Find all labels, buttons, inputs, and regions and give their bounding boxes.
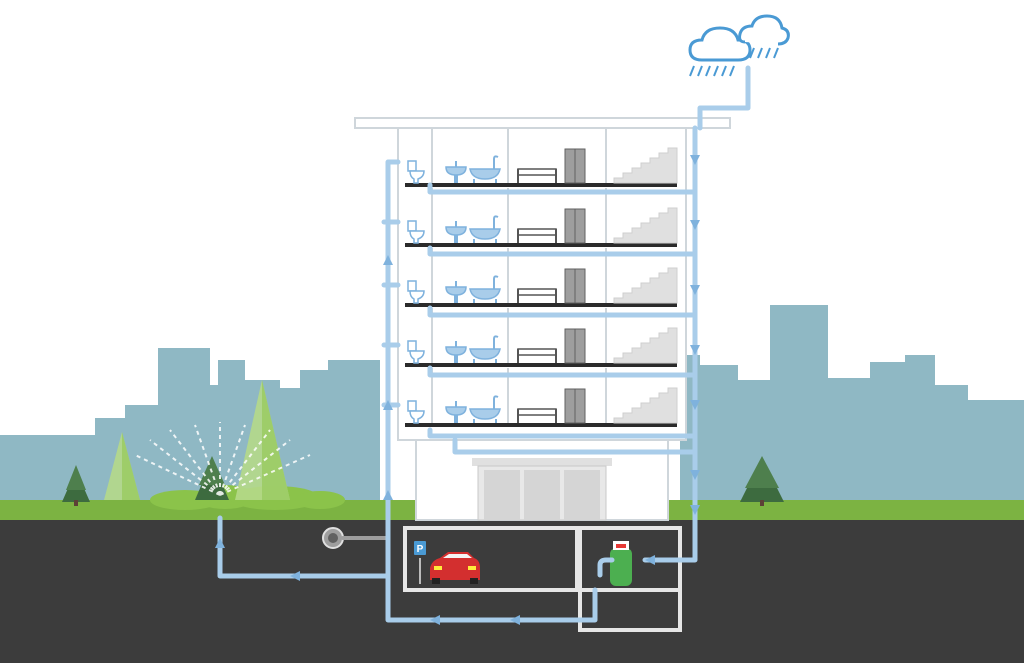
sink-icon bbox=[445, 281, 467, 303]
wardrobe-icon bbox=[564, 208, 586, 244]
bed-icon bbox=[517, 348, 557, 363]
floor-3 bbox=[405, 248, 678, 307]
bathtub-icon bbox=[469, 335, 501, 363]
bathtub-icon bbox=[469, 395, 501, 423]
floor-2 bbox=[405, 188, 678, 247]
tree-icon bbox=[235, 380, 290, 500]
sink-icon bbox=[445, 161, 467, 183]
car-icon bbox=[430, 552, 480, 584]
storefront-awning bbox=[472, 458, 612, 466]
tree-icon bbox=[104, 432, 140, 500]
cloud-downpipe bbox=[697, 65, 751, 131]
rainwater-downpipe bbox=[642, 125, 698, 563]
staircase-icon bbox=[613, 147, 678, 184]
bed-icon bbox=[517, 408, 557, 423]
floor-slab bbox=[405, 423, 677, 427]
rain-drops bbox=[689, 47, 779, 77]
recycled-supply-pipe bbox=[385, 159, 598, 623]
wardrobe-icon bbox=[564, 268, 586, 304]
water-tank-icon bbox=[610, 541, 632, 586]
staircase-icon bbox=[613, 387, 678, 424]
tree-icon bbox=[62, 465, 90, 506]
bathtub-icon bbox=[469, 155, 501, 183]
building bbox=[354, 117, 731, 521]
floor-4 bbox=[405, 308, 678, 367]
city-skyline bbox=[0, 305, 1024, 505]
parking-sign-label: P bbox=[417, 544, 424, 555]
toilet-icon bbox=[407, 400, 425, 424]
floor-1 bbox=[405, 128, 678, 187]
tree-icon bbox=[740, 456, 784, 506]
toilet-icon bbox=[407, 340, 425, 364]
floor-slab bbox=[405, 183, 677, 187]
drain-outlet-icon bbox=[322, 527, 344, 549]
rain-cloud-icon bbox=[688, 14, 790, 62]
bed-icon bbox=[517, 288, 557, 303]
sprinkler-icon bbox=[134, 422, 311, 496]
roof bbox=[354, 117, 731, 129]
floor-slab bbox=[405, 243, 677, 247]
floor-slab bbox=[405, 363, 677, 367]
water-pipes bbox=[217, 65, 751, 623]
toilet-icon bbox=[407, 280, 425, 304]
irrigation-pipe bbox=[217, 515, 391, 579]
flow-arrows bbox=[215, 155, 700, 625]
sink-icon bbox=[445, 401, 467, 423]
tank-room bbox=[578, 526, 682, 632]
sink-icon bbox=[445, 341, 467, 363]
staircase-icon bbox=[613, 267, 678, 304]
parking-garage bbox=[403, 526, 579, 592]
staircase-icon bbox=[613, 207, 678, 244]
staircase-icon bbox=[613, 327, 678, 364]
floor-5 bbox=[405, 368, 678, 427]
bathtub-icon bbox=[469, 275, 501, 303]
wardrobe-icon bbox=[564, 388, 586, 424]
floor-slab bbox=[405, 303, 677, 307]
sink-icon bbox=[445, 221, 467, 243]
bed-icon bbox=[517, 168, 557, 183]
wardrobe-icon bbox=[564, 148, 586, 184]
toilet-icon bbox=[407, 160, 425, 184]
wardrobe-icon bbox=[564, 328, 586, 364]
parking-sign-icon: P bbox=[414, 541, 426, 584]
bathtub-icon bbox=[469, 215, 501, 243]
toilet-icon bbox=[407, 220, 425, 244]
bed-icon bbox=[517, 228, 557, 243]
